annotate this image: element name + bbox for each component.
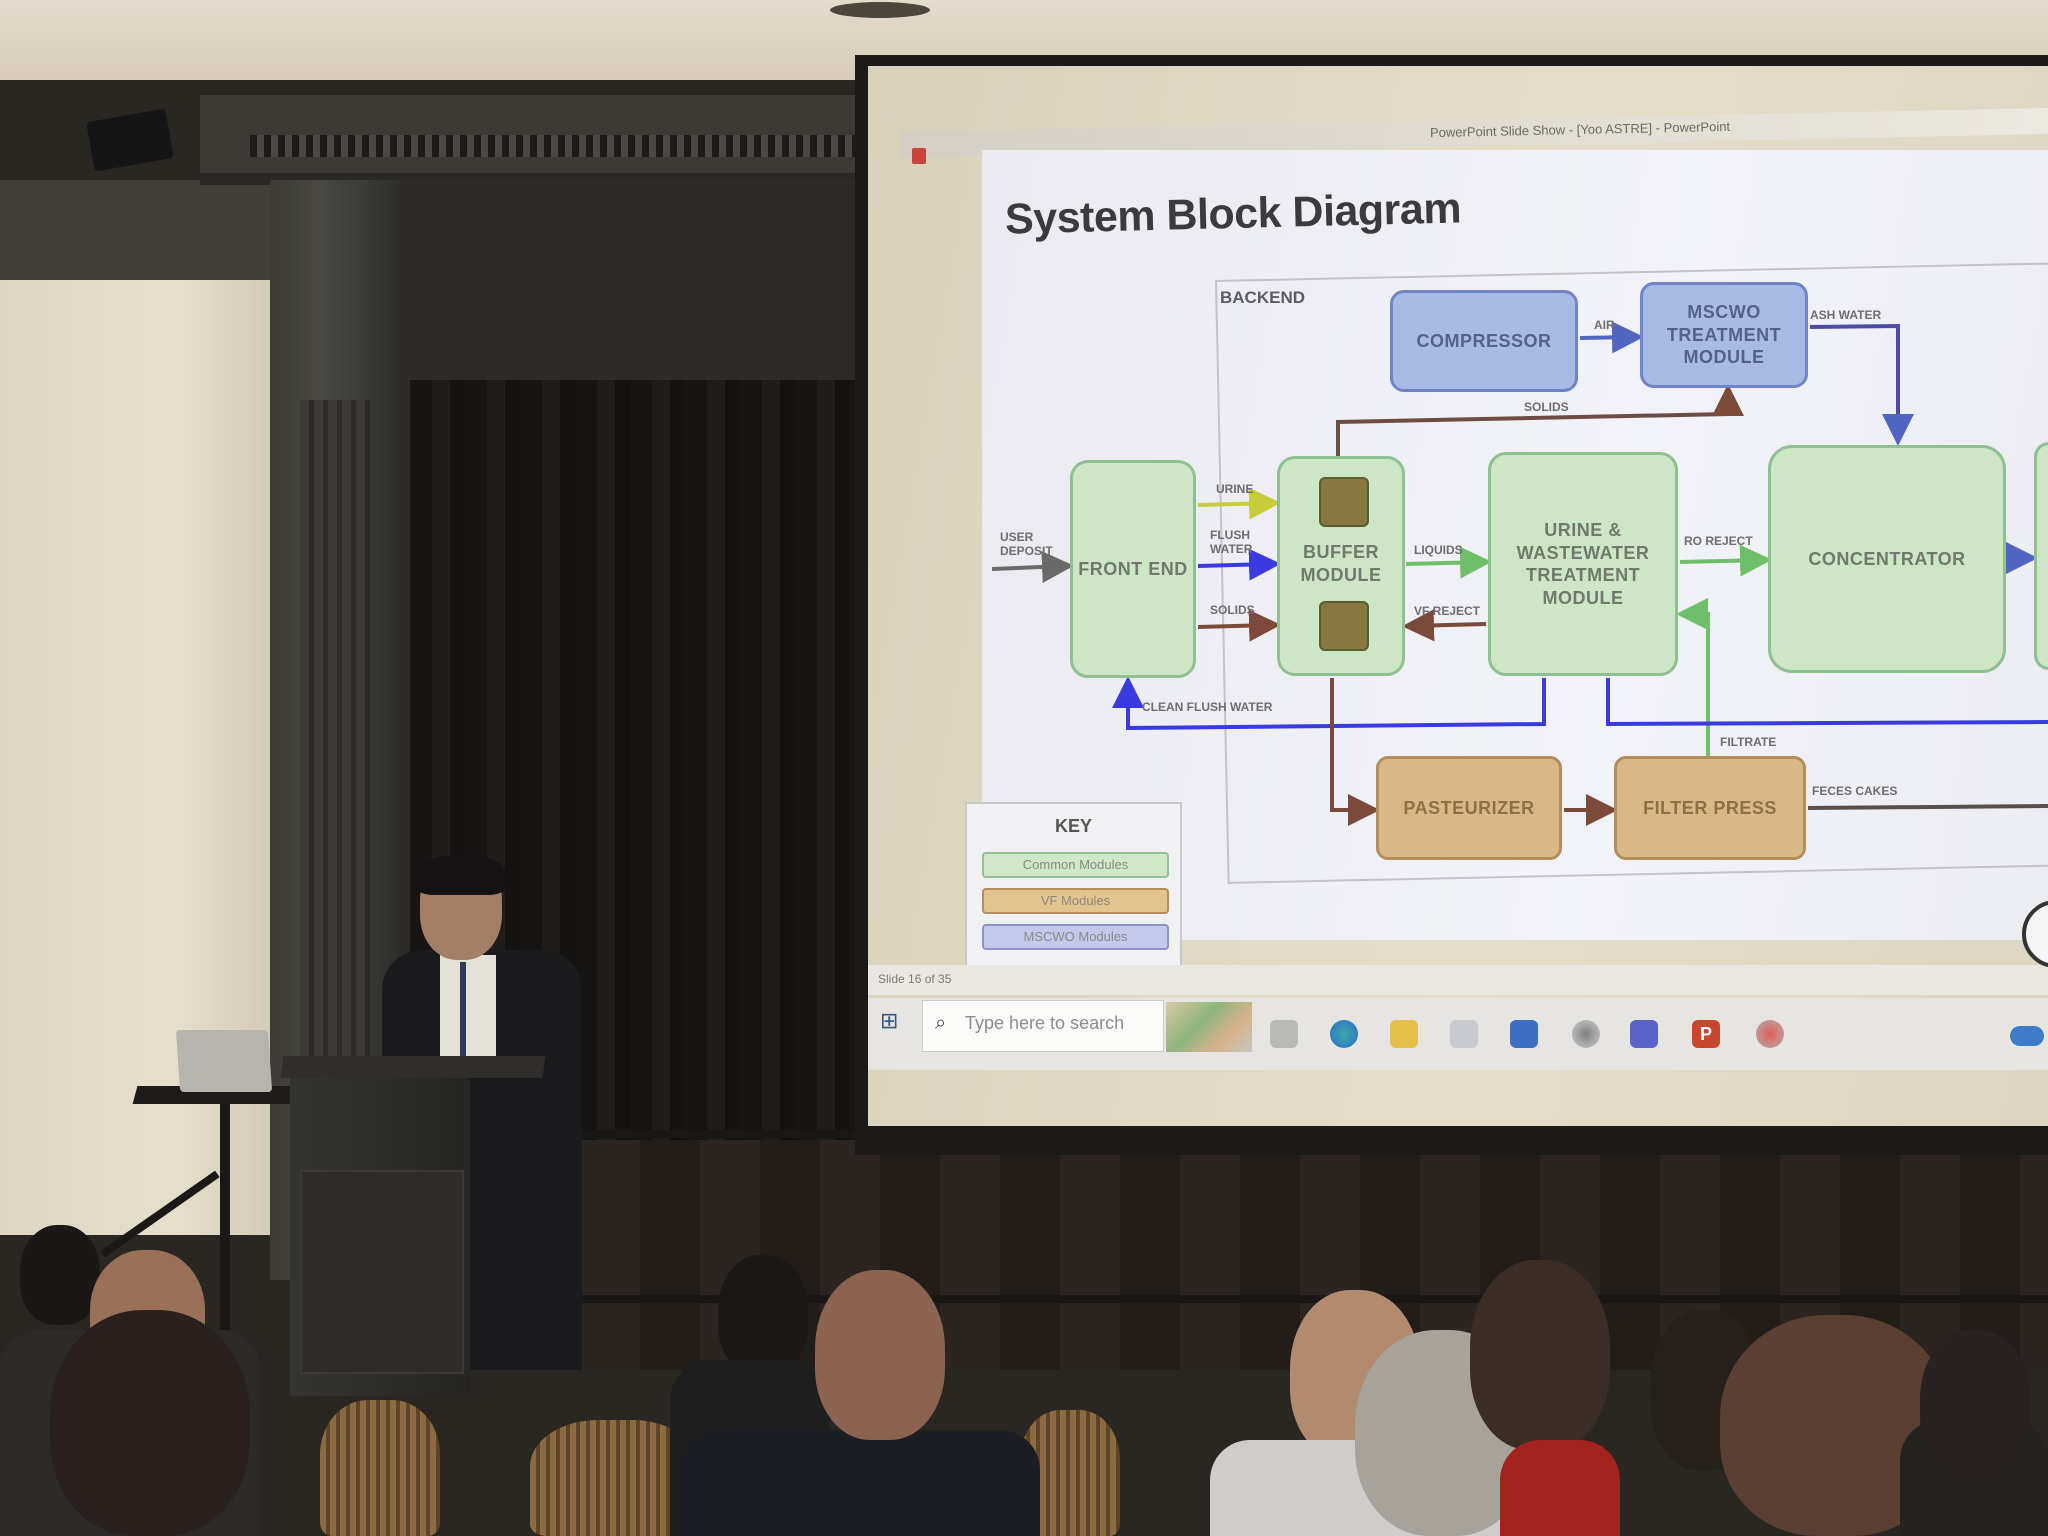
label-solids-front: SOLIDS xyxy=(1210,603,1255,617)
front-end-block: FRONT END xyxy=(1070,460,1196,678)
label-ash-water: ASH WATER xyxy=(1810,308,1882,322)
label-user-deposit: USER DEPOSIT xyxy=(1000,530,1053,559)
arrow-vf-reject xyxy=(1402,609,1487,642)
label-feces-cakes: FECES CAKES xyxy=(1812,784,1898,798)
arrow-blue-bottom xyxy=(1606,678,2048,727)
filter-press-block: FILTER PRESS xyxy=(1614,756,1806,860)
chair xyxy=(320,1400,440,1536)
podium-top xyxy=(280,1056,546,1078)
label-ro-reject: RO REJECT xyxy=(1684,534,1753,548)
windows-start-icon[interactable]: ⊞ xyxy=(880,1008,899,1033)
audience-member xyxy=(1500,1440,1620,1536)
stage-rail xyxy=(540,1295,2048,1303)
task-view-icon[interactable] xyxy=(1270,1020,1298,1048)
file-explorer-icon[interactable] xyxy=(1390,1020,1418,1048)
buffer-module-block: BUFFER MODULE xyxy=(1277,456,1405,676)
audience-head xyxy=(815,1270,945,1440)
dentil-molding xyxy=(250,135,870,157)
taskbar-search-placeholder: Type here to search xyxy=(965,1013,1125,1033)
label-urine: URINE xyxy=(1216,482,1254,496)
taskbar-search-input[interactable] xyxy=(922,1000,1164,1052)
arrow-feces-cakes xyxy=(1807,804,2048,810)
label-filtrate: FILTRATE xyxy=(1720,735,1777,749)
presenter-lanyard xyxy=(460,962,466,1057)
key-mscwo-modules: MSCWO Modules xyxy=(982,924,1169,950)
teams-icon[interactable] xyxy=(1630,1020,1658,1048)
laptop xyxy=(175,1030,273,1092)
chrome-browser-icon[interactable] xyxy=(1572,1020,1600,1048)
podium-panel xyxy=(300,1170,464,1374)
slideshow-status-bar xyxy=(868,965,2048,995)
buffer-tank-icon xyxy=(1319,601,1369,651)
presenter-hair xyxy=(416,855,506,895)
label-solids-top: SOLIDS xyxy=(1524,400,1569,414)
audience-head xyxy=(50,1310,250,1536)
slide-counter: Slide 16 of 35 xyxy=(878,972,952,986)
arrow-flush-water xyxy=(1197,548,1281,581)
onedrive-cloud-icon[interactable] xyxy=(2010,1026,2044,1046)
news-widget-icon[interactable] xyxy=(1166,1002,1252,1052)
audience-head xyxy=(1470,1260,1610,1450)
arrow-clean-flush xyxy=(1112,676,1546,731)
backend-label: BACKEND xyxy=(1220,288,1305,307)
key-vf-modules: VF Modules xyxy=(982,888,1169,914)
arrow-liquids xyxy=(1405,546,1492,579)
arrow-solids-top xyxy=(1336,384,1744,456)
audience-head xyxy=(20,1225,100,1325)
wall-band xyxy=(0,180,300,280)
label-flush-water: FLUSH WATER xyxy=(1210,528,1253,557)
concentrator-block: CONCENTRATOR xyxy=(1768,445,2006,673)
label-clean-flush-water: CLEAN FLUSH WATER xyxy=(1142,700,1273,714)
stand-leg xyxy=(220,1100,230,1330)
key-common-modules: Common Modules xyxy=(982,852,1169,878)
store-icon[interactable] xyxy=(1450,1020,1478,1048)
label-vf-reject: VF REJECT xyxy=(1414,604,1481,618)
ceiling-vent xyxy=(830,2,930,18)
arrow-air xyxy=(1579,321,1644,354)
powerpoint-app-icon xyxy=(912,148,926,164)
label-liquids: LIQUIDS xyxy=(1414,543,1463,557)
buffer-module-label: BUFFER MODULE xyxy=(1300,542,1382,585)
urine-wastewater-block: URINE & WASTEWATER TREATMENT MODULE xyxy=(1488,452,1678,676)
search-icon: ⌕ xyxy=(935,1012,947,1034)
audience-head xyxy=(718,1255,808,1375)
diagram-key: KEY Common Modules VF Modules MSCWO Modu… xyxy=(965,802,1182,968)
arrow-ash-water xyxy=(1809,323,1914,446)
buffer-tank-icon xyxy=(1319,477,1369,527)
key-title: KEY xyxy=(1054,816,1092,836)
arrow-filtrate xyxy=(1676,598,1710,756)
arrow-ro-reject xyxy=(1679,544,1772,577)
label-air: AIR xyxy=(1594,318,1615,332)
presenter-shirt xyxy=(440,955,496,1065)
audience-member xyxy=(680,1430,1040,1536)
arrow-user-deposit xyxy=(991,550,1074,583)
edge-browser-icon[interactable] xyxy=(1330,1020,1358,1048)
audience-head xyxy=(1920,1330,2030,1480)
mail-icon[interactable] xyxy=(1510,1020,1538,1048)
mscwo-treatment-block: MSCWO TREATMENT MODULE xyxy=(1640,282,1808,388)
paint-icon[interactable] xyxy=(1756,1020,1784,1048)
arrow-buffer-to-past xyxy=(1330,678,1380,826)
arrow-solids-front xyxy=(1197,609,1281,642)
compressor-block: COMPRESSOR xyxy=(1390,290,1578,392)
arrow-urine xyxy=(1197,487,1281,520)
offscreen-block xyxy=(2034,442,2048,670)
pasteurizer-block: PASTEURIZER xyxy=(1376,756,1562,860)
powerpoint-taskbar-icon[interactable]: P xyxy=(1692,1020,1720,1048)
